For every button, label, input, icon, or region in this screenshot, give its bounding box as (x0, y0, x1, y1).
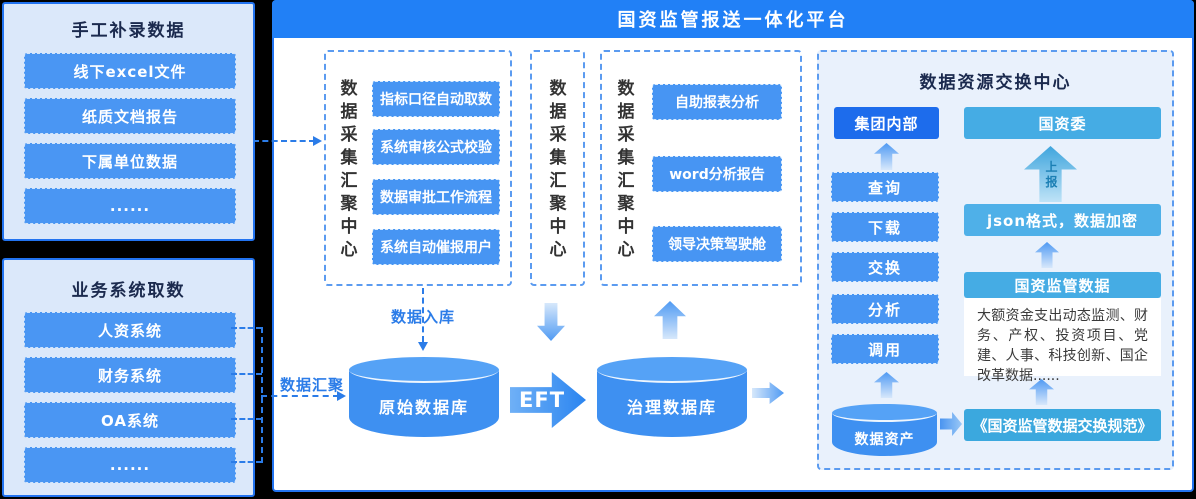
upload-arrow: 上报 (1024, 146, 1077, 202)
center1-item-auto-remind: 系统自动催报用户 (372, 229, 500, 265)
business-panel-title: 业务系统取数 (71, 281, 186, 301)
finance-connector-line (231, 373, 262, 375)
supervision-data-header: 国资监管数据 (964, 272, 1161, 298)
business-systems-panel: 业务系统取数 人资系统 财务系统 OA系统 ...... (2, 258, 255, 497)
exchange-title: 数据资源交换中心 (919, 73, 1072, 93)
manual-to-collect-line (253, 140, 315, 142)
center1-item-formula-check: 系统审核公式校验 (372, 129, 500, 165)
platform-container: 国资监管报送一体化平台 数据采集汇聚中心 指标口径自动取数 系统审核公式校验 数… (272, 0, 1194, 492)
exchange-center-panel: 数据资源交换中心 集团内部 国资委 查询 下载 交换 分析 调用 数据资产 上报… (817, 50, 1174, 470)
governed-db-lid (597, 357, 747, 383)
eft-arrow: EFT (510, 372, 586, 428)
center3-item-cockpit: 领导决策驾驶舱 (652, 226, 782, 262)
json-encrypt-box: json格式，数据加密 (964, 204, 1161, 236)
manual-item-paper: 纸质文档报告 (24, 98, 236, 134)
upload-label: 上报 (1045, 160, 1058, 189)
manual-item-subunit: 下属单位数据 (24, 143, 236, 179)
data-in-line (422, 288, 424, 342)
oa-connector-line (231, 418, 262, 420)
up-arrow-query-to-internal (874, 143, 899, 170)
data-asset-label: 数据资产 (854, 431, 915, 448)
center1-item-approval-flow: 数据审批工作流程 (372, 179, 500, 215)
data-asset-cylinder: 数据资产 (832, 404, 937, 456)
data-in-label: 数据入库 (390, 308, 455, 326)
more-connector-line (231, 461, 262, 463)
platform-title-bar: 国资监管报送一体化平台 (272, 0, 1194, 38)
right-arrow-asset-to-spec (940, 412, 962, 436)
hr-connector-line (231, 327, 262, 329)
collect-center-3-label: 数据采集汇聚中心 (617, 79, 635, 260)
platform-title: 国资监管报送一体化平台 (617, 10, 849, 31)
center3-item-self-report: 自助报表分析 (652, 84, 782, 120)
collect-center-1-label: 数据采集汇聚中心 (340, 79, 358, 260)
business-item-oa: OA系统 (24, 402, 236, 438)
data-gather-label: 数据汇聚 (280, 376, 345, 394)
governed-database-cylinder: 治理数据库 (597, 357, 747, 437)
right-arrow-to-exchange (752, 382, 784, 404)
manual-panel-title: 手工补录数据 (71, 21, 186, 41)
collect-center-2-label: 数据采集汇聚中心 (549, 79, 567, 260)
eft-label: EFT (519, 388, 566, 412)
manual-item-more: ...... (24, 188, 236, 224)
up-arrow-data-to-json (1035, 242, 1059, 268)
exchange-spec-box: 《国资监管数据交换规范》 (964, 409, 1161, 441)
supervision-data-text: 大额资金支出动态监测、财务、产权、投资项目、党建、人事、科技创新、国企改革数据.… (964, 298, 1161, 384)
collect-center-3: 数据采集汇聚中心 自助报表分析 word分析报告 领导决策驾驶舱 (600, 50, 802, 286)
raw-database-cylinder: 原始数据库 (349, 357, 499, 437)
data-in-arrowhead (418, 342, 428, 351)
data-asset-lid (832, 404, 937, 422)
up-arrow-to-center3 (654, 301, 686, 339)
down-arrow-to-eft (537, 303, 565, 341)
action-analyze: 分析 (831, 294, 939, 324)
collect-center-2: 数据采集汇聚中心 (530, 50, 585, 286)
action-invoke: 调用 (831, 334, 939, 364)
center1-item-auto-fetch: 指标口径自动取数 (372, 81, 500, 117)
action-download: 下载 (831, 212, 939, 242)
up-arrow-asset-to-invoke (874, 372, 899, 398)
data-gather-arrowhead (337, 391, 346, 401)
manual-data-panel: 手工补录数据 线下excel文件 纸质文档报告 下属单位数据 ...... (2, 2, 255, 241)
business-item-hr: 人资系统 (24, 312, 236, 348)
raw-db-lid (349, 357, 499, 383)
data-gather-line (261, 395, 339, 397)
center3-item-word-report: word分析报告 (652, 156, 782, 192)
sasac-box: 国资委 (964, 107, 1161, 139)
group-internal-box: 集团内部 (834, 107, 939, 139)
business-item-finance: 财务系统 (24, 357, 236, 393)
action-exchange: 交换 (831, 252, 939, 282)
collect-center-1: 数据采集汇聚中心 指标口径自动取数 系统审核公式校验 数据审批工作流程 系统自动… (324, 50, 512, 286)
manual-to-collect-arrowhead (313, 136, 322, 146)
raw-db-label: 原始数据库 (378, 397, 469, 417)
action-query: 查询 (831, 172, 939, 202)
business-item-more: ...... (24, 447, 236, 483)
governed-db-label: 治理数据库 (626, 397, 717, 417)
manual-item-excel: 线下excel文件 (24, 53, 236, 89)
